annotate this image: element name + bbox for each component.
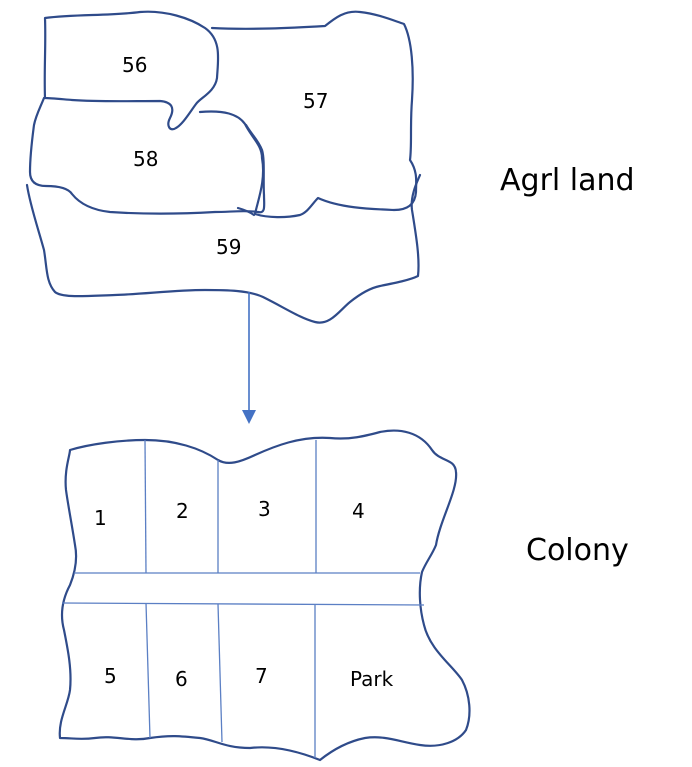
road-bottom-edge (61, 602, 425, 606)
colony-label: Colony (526, 533, 629, 568)
colony-group: 1 2 3 4 5 6 7 Park Colony (58, 429, 629, 762)
plot-57-label: 57 (303, 89, 328, 113)
plot-59-label: 59 (216, 235, 241, 259)
colony-outline (58, 429, 471, 762)
plot-2-label: 2 (176, 499, 189, 523)
plot-3-label: 3 (258, 497, 271, 521)
plot-57-outline (198, 10, 418, 219)
arrow-head (242, 410, 256, 424)
plot-7-label: 7 (255, 664, 268, 688)
divider-1-2 (144, 439, 147, 574)
park-label: Park (350, 667, 394, 691)
divider-6-7 (217, 603, 223, 743)
plot-5-label: 5 (104, 664, 117, 688)
divider-5-6 (145, 602, 151, 739)
agricultural-land-label: Agrl land (500, 163, 635, 198)
plot-6-label: 6 (175, 667, 188, 691)
plot-56-outline (43, 10, 220, 131)
plot-56-label: 56 (122, 53, 147, 77)
plot-58-outline (28, 96, 266, 215)
agricultural-land-group: 56 57 58 59 Agrl land (25, 10, 635, 324)
conversion-arrow (242, 292, 256, 424)
plot-59-top-edge (236, 206, 256, 217)
plot-58-label: 58 (133, 147, 158, 171)
plot-4-label: 4 (352, 499, 365, 523)
plot-59-outline (25, 173, 422, 324)
plot-1-label: 1 (94, 506, 107, 530)
